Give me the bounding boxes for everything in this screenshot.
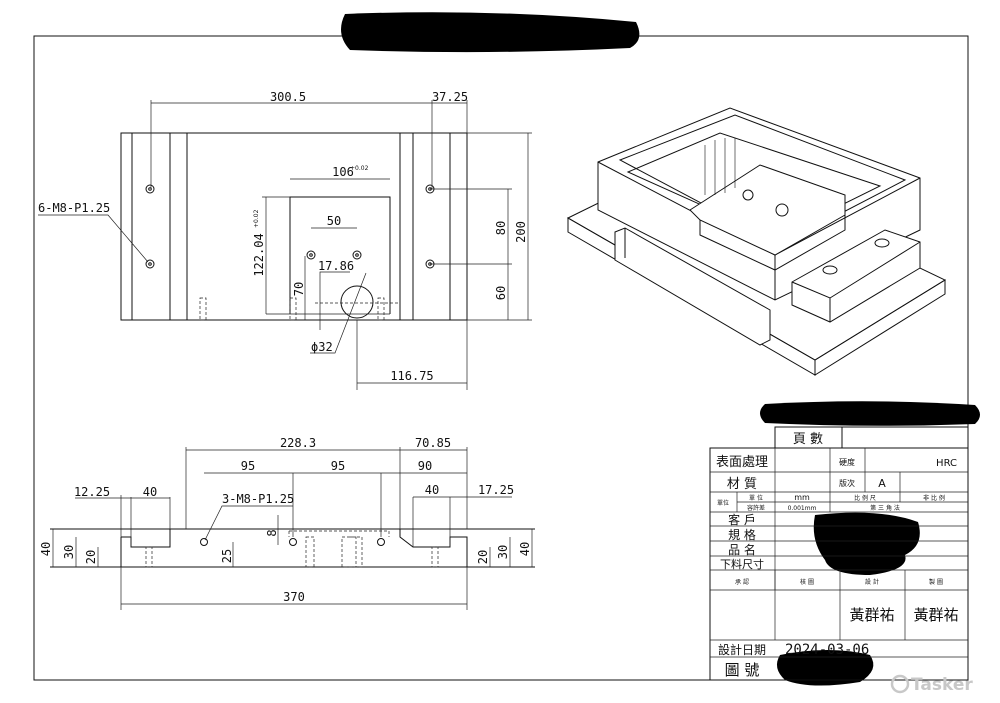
revision-label: 版次 (839, 478, 855, 488)
callout-6-m8: 6-M8-P1.25 (38, 201, 110, 215)
dim-95-a: 95 (241, 459, 255, 473)
dim-80: 80 (494, 221, 508, 235)
dim-116-75: 116.75 (390, 369, 433, 383)
top-view: 300.5 37.25 106 +0.02 50 122.04 +0.02 70… (38, 90, 532, 390)
tasker-logo-icon (890, 674, 910, 694)
customer-label: 客 戶 (728, 512, 756, 527)
pages-label: 頁 數 (793, 432, 823, 447)
revision-value: A (878, 477, 886, 490)
dim-8: 8 (265, 529, 279, 536)
hardness-label: 硬度 (839, 457, 855, 467)
draw-label: 製 圖 (929, 578, 943, 586)
watermark-text: Tasker (911, 675, 973, 695)
dim-70-85: 70.85 (415, 436, 451, 450)
unit-value: mm (794, 493, 810, 502)
dim-20-left: 20 (84, 550, 98, 564)
spec-label: 規 格 (728, 527, 756, 542)
redaction-title (341, 12, 640, 53)
dim-70: 70 (292, 282, 306, 296)
tol-122: +0.02 (253, 209, 260, 228)
dim-12-25: 12.25 (74, 485, 110, 499)
dim-300-5: 300.5 (270, 90, 306, 104)
drawing-number-label: 圖 號 (725, 661, 760, 679)
unit-label: 單 位 (749, 494, 763, 502)
front-view: 228.3 70.85 95 95 90 12.25 40 40 17.25 8… (39, 436, 535, 610)
designer-name: 黃群祐 (849, 606, 894, 624)
design-label: 設 計 (865, 578, 879, 586)
tolerance-label: 容許差 (747, 504, 765, 512)
isometric-view (566, 107, 947, 376)
dim-30-right: 30 (496, 545, 510, 559)
design-date-value: 2024-03-06 (785, 642, 869, 658)
part-name-label: 品 名 (728, 542, 756, 557)
bore-circle (340, 285, 374, 319)
dim-37-25: 37.25 (432, 90, 468, 104)
drafter-name: 黃群祐 (913, 606, 958, 624)
dim-370: 370 (283, 590, 305, 604)
redaction-drawing-number (776, 650, 874, 686)
redaction-block-header (760, 401, 980, 426)
dim-40-a: 40 (143, 485, 157, 499)
check-label: 核 圖 (800, 578, 814, 586)
dim-200: 200 (514, 221, 528, 243)
watermark: Tasker (890, 674, 973, 695)
projection-method: 第 三 角 法 (870, 504, 900, 512)
material-label: 材 質 (727, 477, 757, 492)
title-block: 頁 數 表面處理 硬度 HRC 材 質 版次 A 單位 單 位 mm 比 例 尺… (709, 426, 969, 681)
dim-122-04: 122.04 (252, 233, 266, 276)
dim-17-86: 17.86 (318, 259, 354, 273)
design-date-label: 設計日期 (718, 642, 766, 657)
dim-228-3: 228.3 (280, 436, 316, 450)
scale-value: 非 比 例 (923, 494, 945, 502)
dim-60: 60 (494, 286, 508, 300)
surface-treatment-label: 表面處理 (716, 455, 768, 470)
hardness-value: HRC (936, 458, 957, 469)
dim-17-25: 17.25 (478, 483, 514, 497)
cut-size-label: 下料尺寸 (720, 557, 764, 571)
dim-phi32: ϕ32 (311, 340, 333, 354)
approve-label: 承 認 (735, 578, 749, 586)
tapped-holes (145, 184, 435, 269)
dim-40-right: 40 (518, 542, 532, 556)
dim-25: 25 (220, 549, 234, 563)
dim-106: 106 (332, 165, 354, 179)
dim-20-right: 20 (476, 550, 490, 564)
tol-106: +0.02 (350, 165, 369, 172)
redaction-customer (813, 512, 920, 575)
dim-50: 50 (327, 214, 341, 228)
callout-3-m8: 3-M8-P1.25 (222, 492, 294, 506)
dim-40-b: 40 (425, 483, 439, 497)
dim-30-left: 30 (62, 545, 76, 559)
dim-95-b: 95 (331, 459, 345, 473)
dim-90: 90 (418, 459, 432, 473)
tolerance-value: 0.001mm (788, 505, 817, 512)
scale-label: 比 例 尺 (854, 494, 876, 502)
unit-group-label: 單位 (717, 499, 729, 507)
dim-40-left: 40 (39, 542, 53, 556)
